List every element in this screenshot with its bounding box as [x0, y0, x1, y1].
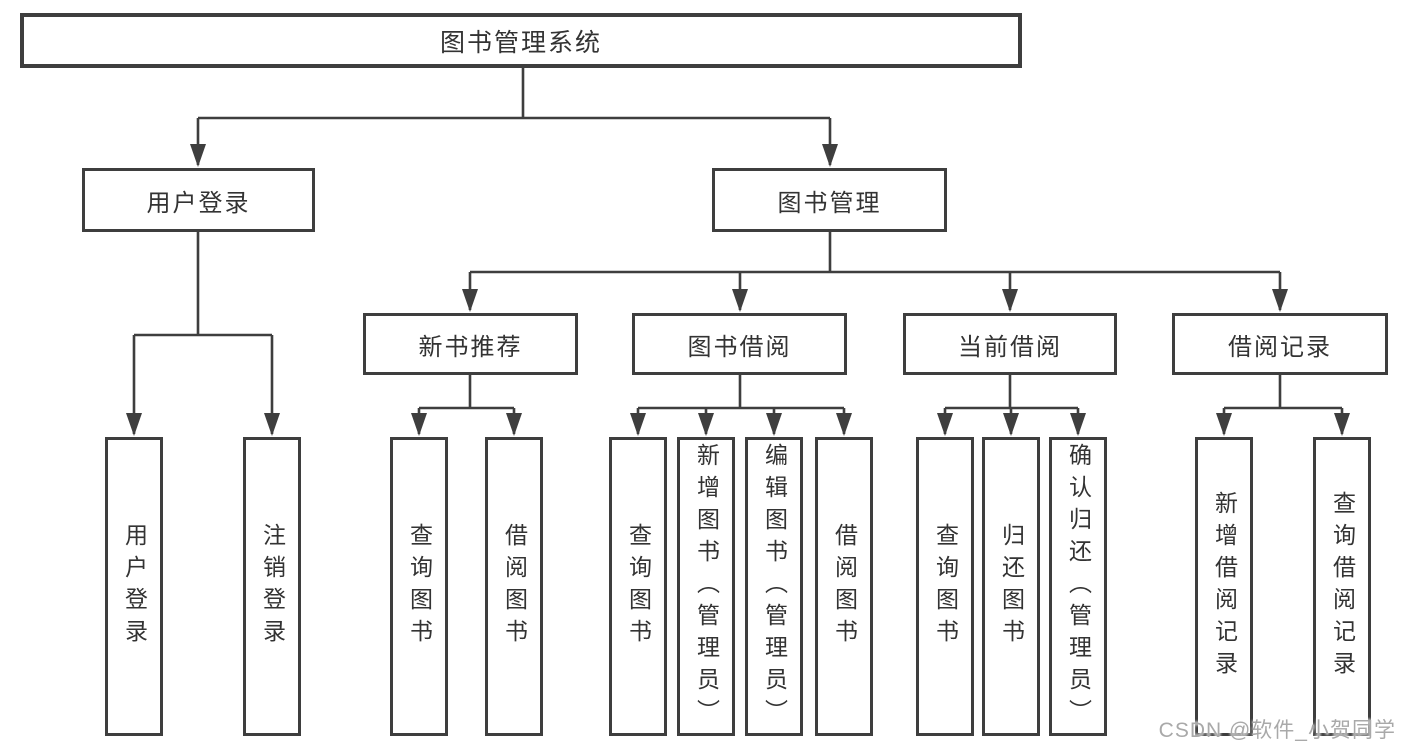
- leaf-current-return-books: 归还图书: [982, 437, 1040, 736]
- leaf-label: 查询图书: [625, 522, 652, 651]
- csdn-watermark: CSDN @软件_小贺同学: [1158, 719, 1396, 742]
- leaf-label: 确认归还（管理员）: [1065, 442, 1092, 731]
- leaf-newbook-borrow-books: 借阅图书: [485, 437, 543, 736]
- leaf-label: 查询图书: [406, 522, 433, 651]
- leaf-borrow-edit-book-admin: 编辑图书（管理员）: [745, 437, 803, 736]
- node-current-borrowing: 当前借阅: [903, 313, 1117, 375]
- leaf-borrow-add-book-admin: 新增图书（管理员）: [677, 437, 735, 736]
- leaf-borrow-borrow-books: 借阅图书: [815, 437, 873, 736]
- arrowheads: [126, 144, 1350, 436]
- connector-lines: [132, 68, 1344, 434]
- leaf-label: 注销登录: [259, 522, 286, 651]
- leaf-record-query-borrow-record: 查询借阅记录: [1313, 437, 1371, 736]
- node-user-login: 用户登录: [82, 168, 315, 232]
- leaf-label: 用户登录: [121, 522, 148, 651]
- leaf-label: 编辑图书（管理员）: [761, 442, 788, 731]
- node-book-management: 图书管理: [712, 168, 947, 232]
- leaf-borrow-query-books: 查询图书: [609, 437, 667, 736]
- leaf-newbook-query-books: 查询图书: [390, 437, 448, 736]
- leaf-label: 归还图书: [998, 522, 1025, 651]
- leaf-current-query-books: 查询图书: [916, 437, 974, 736]
- node-borrowing-records: 借阅记录: [1172, 313, 1388, 375]
- node-new-book-recommendation: 新书推荐: [363, 313, 578, 375]
- leaf-label: 查询图书: [932, 522, 959, 651]
- leaf-label: 借阅图书: [501, 522, 528, 651]
- leaf-label: 借阅图书: [831, 522, 858, 651]
- leaf-label: 新增图书（管理员）: [693, 442, 720, 731]
- leaf-user-login: 用户登录: [105, 437, 163, 736]
- leaf-current-confirm-return-admin: 确认归还（管理员）: [1049, 437, 1107, 736]
- leaf-record-add-borrow-record: 新增借阅记录: [1195, 437, 1253, 736]
- leaf-label: 新增借阅记录: [1211, 490, 1238, 683]
- node-book-borrowing: 图书借阅: [632, 313, 847, 375]
- leaf-logout: 注销登录: [243, 437, 301, 736]
- node-library-management-system: 图书管理系统: [20, 13, 1022, 68]
- leaf-label: 查询借阅记录: [1329, 490, 1356, 683]
